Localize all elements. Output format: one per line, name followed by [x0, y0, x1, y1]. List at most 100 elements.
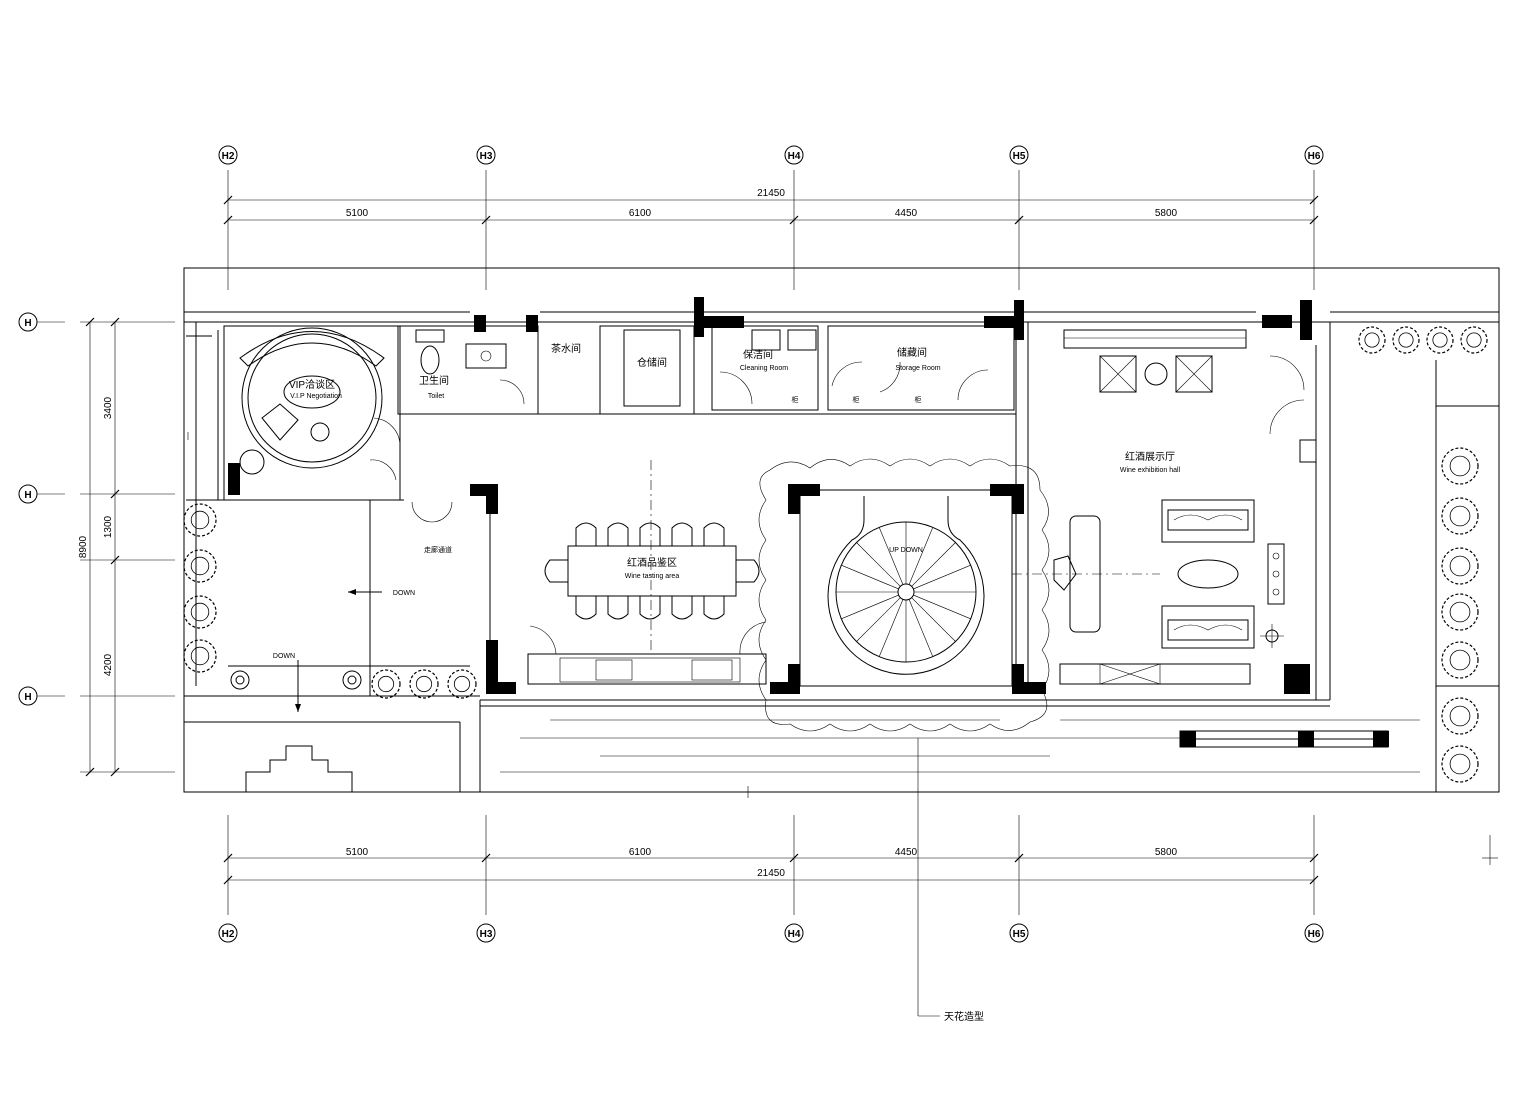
left-axis-markers: H H H — [18, 312, 65, 706]
stair-tread — [911, 597, 956, 642]
top-dimension-lines: 21450 5100 6100 4450 5800 — [223, 170, 1319, 290]
label-toilet: 卫生间 — [419, 374, 449, 387]
label-cabinet-1: 柜 — [792, 395, 799, 404]
tree-symbol — [1441, 641, 1479, 679]
label-wine-tasting: 红酒品鉴区 — [627, 556, 677, 569]
spiral-staircase — [827, 496, 985, 675]
tree-core — [1398, 332, 1414, 348]
stair-tread — [908, 599, 934, 657]
stair-tread — [878, 599, 904, 657]
tree-symbol — [447, 669, 477, 699]
left-dim-total: 8900 — [78, 535, 89, 558]
stair-tread — [908, 527, 934, 585]
bottom-axis-h2: H2 — [222, 929, 235, 940]
bottom-dim-seg-3: 4450 — [895, 847, 918, 858]
tree-core — [1449, 455, 1471, 477]
label-corridor: 走廊通道 — [424, 545, 452, 554]
tree-core — [190, 510, 210, 530]
landscape-plants — [183, 326, 1488, 783]
stair-tread — [913, 594, 971, 620]
bottom-dim-total: 21450 — [757, 868, 785, 879]
bottom-axis-markers: H2 H3 H4 H5 H6 — [218, 923, 1324, 943]
tree-symbol — [1392, 326, 1420, 354]
terrace-deck — [184, 670, 1420, 792]
stair-tread — [878, 527, 904, 585]
label-down-2: DOWN — [273, 653, 295, 660]
tree-symbol — [409, 669, 439, 699]
cleaning-fixtures — [751, 329, 817, 351]
label-cabinet-3: 柜 — [915, 395, 922, 404]
stair-tread — [911, 542, 956, 587]
top-dim-seg-3: 4450 — [895, 208, 918, 219]
bottom-dimension-lines: 5100 6100 4450 5800 21450 — [223, 815, 1498, 915]
stair-tread — [913, 564, 971, 590]
top-axis-h2: H2 — [222, 151, 235, 162]
tree-symbol — [1441, 547, 1479, 585]
exhibition-furniture — [1012, 355, 1317, 649]
down-arrows — [295, 589, 382, 712]
label-toilet-en: Toilet — [428, 393, 444, 400]
tree-core — [1364, 332, 1380, 348]
tree-symbol — [1441, 745, 1479, 783]
top-axis-h5: H5 — [1013, 151, 1026, 162]
left-dim-seg-1: 3400 — [103, 396, 114, 419]
tree-core — [1449, 555, 1471, 577]
tasting-chairs-bottom — [575, 596, 725, 620]
bottom-dim-seg-1: 5100 — [346, 847, 369, 858]
bottom-axis-h3: H3 — [480, 929, 493, 940]
top-axis-h3: H3 — [480, 151, 493, 162]
tree-symbol — [183, 549, 217, 583]
label-storeroom: 储藏间 — [897, 346, 927, 359]
tree-symbol — [183, 639, 217, 673]
bottom-dim-seg-2: 6100 — [629, 847, 652, 858]
bottom-axis-h4: H4 — [788, 929, 801, 940]
left-dimension-lines: 8900 3400 1300 4200 — [78, 317, 175, 777]
tree-symbol — [1460, 326, 1488, 354]
left-axis-3: H — [24, 692, 31, 703]
top-axis-h4: H4 — [788, 151, 801, 162]
tasting-chairs-top — [575, 522, 725, 546]
vip-round-table — [239, 327, 385, 475]
label-wine-tasting-en: Wine tasting area — [625, 573, 680, 580]
stair-tread — [841, 564, 899, 590]
label-stair: UP DOWN — [889, 547, 923, 554]
top-axis-markers: H2 H3 H4 H5 H6 — [218, 145, 1324, 165]
tree-core — [377, 675, 395, 693]
left-dim-seg-2: 1300 — [103, 515, 114, 538]
tree-symbol — [1441, 593, 1479, 631]
tree-symbol — [1358, 326, 1386, 354]
tree-core — [1449, 705, 1471, 727]
tree-symbol — [1441, 497, 1479, 535]
tree-symbol — [183, 503, 217, 537]
bottom-axis-h5: H5 — [1013, 929, 1026, 940]
bottom-axis-h6: H6 — [1308, 929, 1321, 940]
section-leader — [187, 432, 940, 1017]
label-exhibition: 红酒展示厅 — [1125, 450, 1175, 463]
stair-tread — [856, 597, 901, 642]
interior-walls — [184, 322, 1330, 792]
label-down-1: DOWN — [393, 590, 415, 597]
tree-symbol — [371, 669, 401, 699]
label-vip-room-en: V.I.P Negotiation — [290, 393, 342, 400]
top-dim-seg-1: 5100 — [346, 208, 369, 219]
room-labels: VIP洽谈区 V.I.P Negotiation 卫生间 Toilet 茶水间 … — [273, 342, 1181, 1023]
top-axis-h6: H6 — [1308, 151, 1321, 162]
building-outline — [183, 267, 1500, 793]
top-dim-total: 21450 — [757, 188, 785, 199]
tree-core — [415, 675, 433, 693]
label-cabinet-2: 柜 — [853, 395, 860, 404]
tree-symbol — [183, 595, 217, 629]
label-vip-room: VIP洽谈区 — [289, 378, 335, 391]
label-exhibition-en: Wine exhibition hall — [1120, 467, 1181, 474]
tree-core — [190, 646, 210, 666]
left-axis-2: H — [24, 490, 31, 501]
tree-core — [1432, 332, 1448, 348]
tree-core — [1449, 601, 1471, 623]
tree-core — [190, 602, 210, 622]
structural-columns — [228, 297, 1389, 747]
label-storage: 仓储间 — [637, 356, 667, 369]
label-cleaning-en: Cleaning Room — [740, 365, 788, 372]
top-dim-seg-2: 6100 — [629, 208, 652, 219]
left-axis-1: H — [24, 318, 31, 329]
